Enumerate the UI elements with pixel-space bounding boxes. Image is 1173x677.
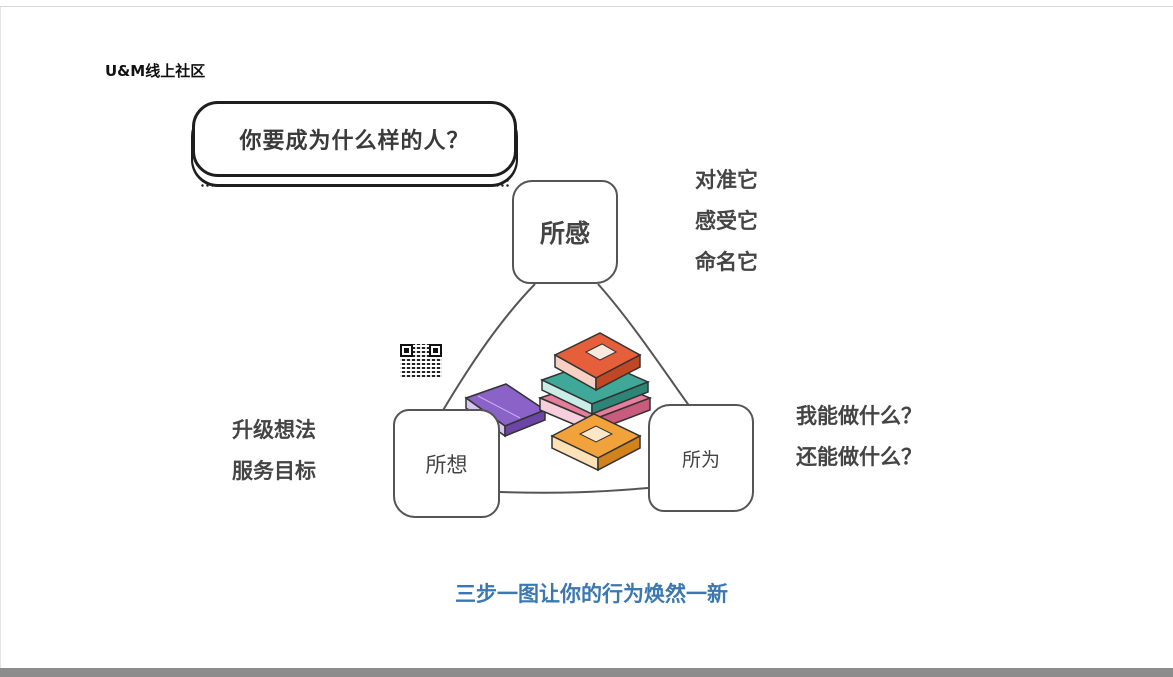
node-do: 所为 (648, 404, 754, 512)
do-step: 还能做什么？ (796, 445, 922, 469)
feel-step: 命名它 (695, 250, 758, 274)
edge-feel-think (441, 283, 536, 413)
bottom-bar (0, 668, 1173, 677)
think-steps: 升级想法 服务目标 (232, 410, 316, 492)
tagline: 三步一图让你的行为焕然一新 (455, 582, 728, 606)
left-border (0, 7, 1, 669)
think-step: 服务目标 (232, 459, 316, 483)
edge-feel-do (597, 283, 691, 408)
book-red (553, 332, 642, 392)
do-steps: 我能做什么？ 还能做什么？ (796, 396, 922, 478)
node-think: 所想 (393, 409, 500, 518)
question-box-shadow-dots (200, 178, 510, 187)
do-step: 我能做什么？ (796, 404, 922, 428)
edge-think-do (499, 487, 649, 494)
top-border (0, 6, 1173, 7)
node-feel: 所感 (512, 180, 618, 284)
book-orange (550, 413, 642, 472)
question-box: 你要成为什么样的人？ (192, 101, 517, 177)
feel-steps: 对准它 感受它 命名它 (695, 160, 758, 283)
feel-step: 感受它 (695, 209, 758, 233)
brand-label: U&M线上社区 (105, 62, 206, 80)
feel-step: 对准它 (695, 168, 758, 192)
think-step: 升级想法 (232, 418, 316, 442)
qr-code-icon[interactable] (400, 344, 442, 377)
